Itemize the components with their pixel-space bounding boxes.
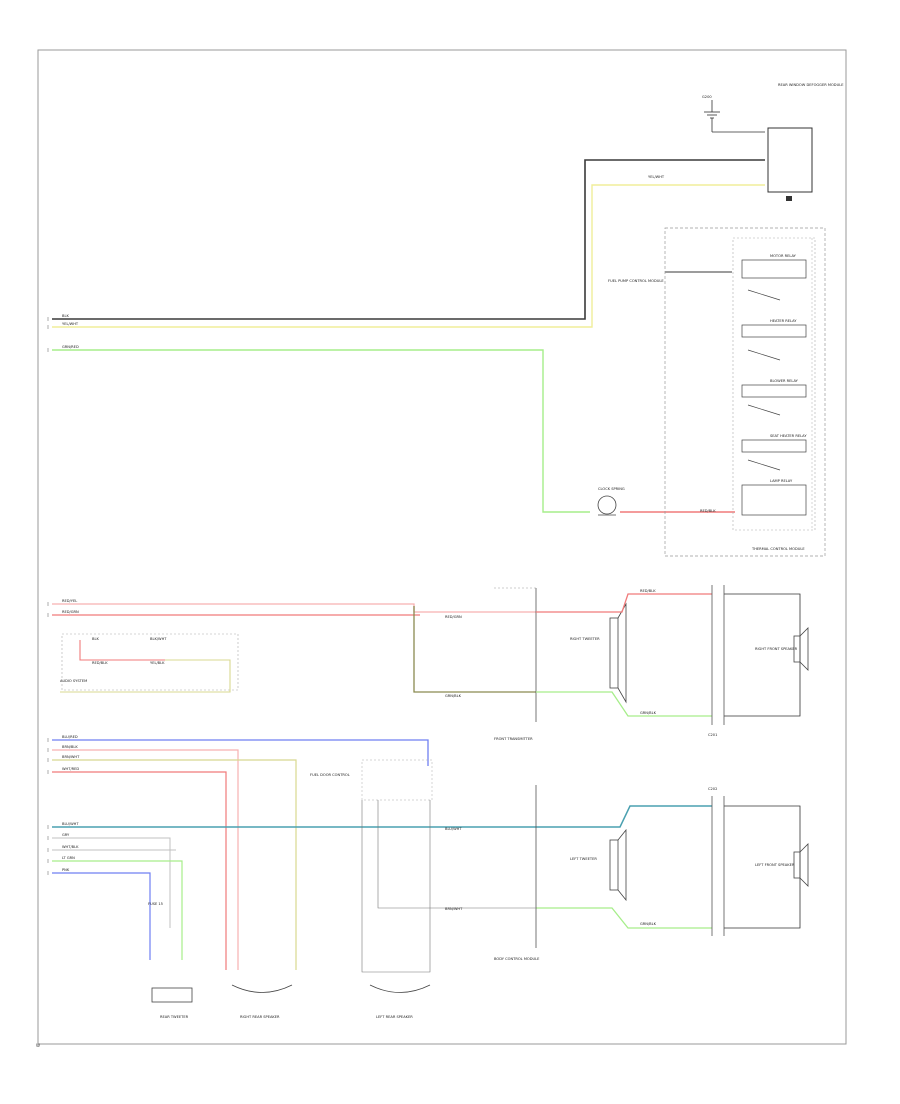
left-front-speaker [793, 843, 809, 887]
right-front-speaker [793, 627, 809, 671]
left-tweeter [609, 828, 627, 902]
rear-window-defogger-module: REAR WINDOW DEFOGGER MODULE [767, 83, 844, 201]
wire-pink-2 [52, 749, 239, 970]
wire-green-left [536, 907, 712, 929]
relay-1-label: MOTOR RELAY [770, 254, 797, 258]
wire-yellow-2 [52, 759, 297, 970]
wire-audio-yellow [60, 659, 231, 693]
left-tweeter-label: LEFT TWEETER [570, 857, 597, 861]
right-tweeter [609, 602, 627, 704]
left-speaker-label: LEFT FRONT SPEAKER [755, 863, 795, 867]
connector-c201 [711, 585, 725, 725]
wire-red-right [536, 593, 712, 613]
wire-label-mid-4: BRN/WHT [445, 907, 463, 911]
wire-label-red-blk: RED/BLK [92, 661, 108, 665]
body-control-module [361, 759, 537, 948]
wire-olive-mid [413, 606, 536, 693]
audio-unit-label: AUDIO SYSTEM [60, 679, 87, 683]
audio-system-unit [61, 633, 239, 691]
wire-label-blu-wht: BLU/WHT [62, 822, 79, 826]
ground-symbol-top [704, 100, 765, 133]
wire-label-yel-blk: YEL/BLK [150, 661, 165, 665]
left-rear-speaker [369, 984, 431, 993]
rear-tweeter [151, 987, 193, 1003]
wire-label-wht-red: WHT/RED [62, 767, 79, 771]
clock-spring [597, 495, 617, 516]
wire-label-top-1: YEL/WHT [648, 175, 665, 179]
wire-label-red-yel: RED/YEL [62, 599, 77, 603]
wire-label-mid-2: GRN/BLK [445, 694, 462, 698]
wire-gray-body [377, 800, 536, 909]
relay-switches [741, 259, 807, 516]
wire-label-grn-red: GRN/RED [62, 345, 79, 349]
left-rear-speaker-label: LEFT REAR SPEAKER [376, 1015, 413, 1019]
wire-black-left-speaker [724, 805, 801, 929]
wire-label-blu-red: BLU/RED [62, 735, 78, 739]
wire-teal [52, 805, 712, 828]
wire-audio-red [79, 640, 165, 661]
wire-label-pnk: PNK [62, 868, 70, 872]
relay-2-label: HEATER RELAY [770, 319, 797, 323]
fuel-pump-switch-label: FUEL PUMP CONTROL MODULE [608, 279, 664, 283]
wire-label-yel-wht: YEL/WHT [62, 322, 79, 326]
connector-c201-label: C201 [708, 733, 717, 737]
wire-label-gry: GRY [62, 833, 70, 837]
body-control-label: BODY CONTROL MODULE [494, 957, 540, 961]
wire-blue-2 [52, 872, 151, 960]
right-rear-speaker [231, 984, 293, 993]
wire-pink-mid [52, 603, 536, 613]
wire-label-right-2: GRN/BLK [640, 711, 657, 715]
clock-spring-label: CLOCK SPRING [598, 487, 625, 491]
right-rear-speaker-label: RIGHT REAR SPEAKER [240, 1015, 280, 1019]
wire-label-left-1: GRN/BLK [640, 922, 657, 926]
right-tweeter-label: RIGHT TWEETER [570, 637, 600, 641]
wire-yellow-top [52, 184, 765, 328]
wire-gray-2 [52, 837, 171, 928]
wire-label-brn-blk: BRN/BLK [62, 745, 78, 749]
right-speaker-label: RIGHT FRONT SPEAKER [755, 647, 798, 651]
fuel-door-label: FUEL DOOR CONTROL [310, 773, 350, 777]
wire-black-top [52, 159, 765, 320]
front-transmitter [494, 587, 537, 722]
wire-label-mid-3: BLU/WHT [445, 827, 462, 831]
wire-red-2 [52, 771, 227, 970]
wire-label-brn-wht: BRN/WHT [62, 755, 80, 759]
left-rear-speaker-wires [361, 800, 431, 973]
page-reference: W [36, 1043, 40, 1048]
wire-green-2 [52, 860, 183, 960]
relay-box [664, 227, 826, 557]
wire-label-mid-1: RED/GRN [445, 615, 462, 619]
wire-label-blk-wht: BLK/WHT [150, 637, 167, 641]
connector-c202-label: C202 [708, 787, 717, 791]
fuse-label: FUSE 15 [148, 902, 163, 906]
defogger-label: REAR WINDOW DEFOGGER MODULE [778, 83, 844, 87]
front-transmitter-label: FRONT TRANSMITTER [494, 737, 533, 741]
wire-label-relay: RED/BLK [700, 509, 716, 513]
wire-green-top [52, 349, 590, 513]
connector-c202 [711, 796, 725, 936]
wire-label-blk-top: BLK [62, 314, 69, 318]
rear-tweeter-label: REAR TWEETER [160, 1015, 189, 1019]
wire-label-wht-blk: WHT/BLK [62, 845, 79, 849]
wire-label-red-grn: RED/GRN [62, 610, 79, 614]
relay-4-label: SEAT HEATER RELAY [770, 434, 807, 438]
wire-label-blk: BLK [92, 637, 99, 641]
diagram-frame [37, 49, 847, 1045]
wire-black-right-speaker [724, 593, 801, 717]
relay-5-label: LAMP RELAY [770, 479, 793, 483]
control-module-label: THERMAL CONTROL MODULE [751, 547, 805, 551]
wire-label-ltgrn: LT GRN [62, 856, 75, 860]
wire-green-right [536, 691, 712, 717]
wire-label-right-1: RED/BLK [640, 589, 656, 593]
relay-3-label: BLOWER RELAY [770, 379, 799, 383]
wire-blue-1 [52, 739, 429, 766]
ground-top-label: G200 [702, 95, 712, 99]
